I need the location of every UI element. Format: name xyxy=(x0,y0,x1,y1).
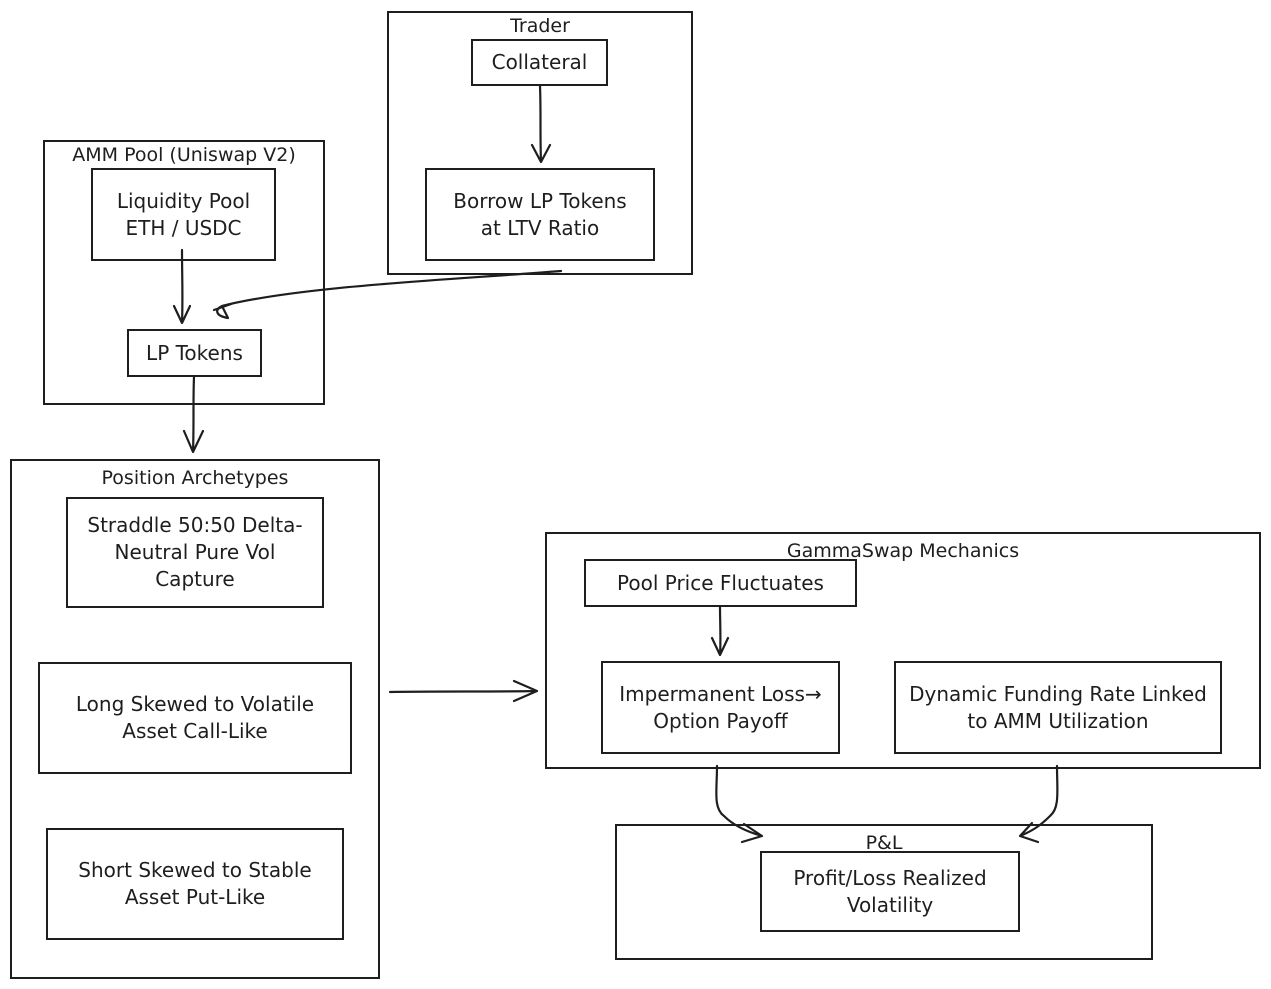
profit-loss-node: Profit/Loss Realized Volatility xyxy=(760,851,1020,932)
straddle-node: Straddle 50:50 Delta- Neutral Pure Vol C… xyxy=(66,497,324,608)
impermanent-loss-label: Impermanent Loss→ Option Payoff xyxy=(619,681,822,733)
amm-pool-title: AMM Pool (Uniswap V2) xyxy=(72,144,296,166)
arrow-archetypes-to-mechanics xyxy=(388,679,539,703)
collateral-node: Collateral xyxy=(471,39,608,86)
long-node: Long Skewed to Volatile Asset Call-Like xyxy=(38,662,352,774)
pnl-title: P&L xyxy=(865,832,903,854)
pool-price-fluctuates-node: Pool Price Fluctuates xyxy=(584,559,857,607)
trader-title: Trader xyxy=(510,15,570,37)
borrow-lp-tokens-label: Borrow LP Tokens at LTV Ratio xyxy=(453,188,627,240)
dynamic-funding-rate-node: Dynamic Funding Rate Linked to AMM Utili… xyxy=(894,661,1222,754)
lp-tokens-node: LP Tokens xyxy=(127,329,262,377)
pool-price-fluctuates-label: Pool Price Fluctuates xyxy=(617,570,824,595)
gammaswap-mechanics-title: GammaSwap Mechanics xyxy=(786,540,1020,562)
profit-loss-label: Profit/Loss Realized Volatility xyxy=(793,865,987,917)
short-label: Short Skewed to Stable Asset Put-Like xyxy=(78,858,312,909)
position-archetypes-title: Position Archetypes xyxy=(101,467,289,489)
collateral-label: Collateral xyxy=(491,50,588,74)
borrow-lp-tokens-node: Borrow LP Tokens at LTV Ratio xyxy=(425,168,655,261)
short-node: Short Skewed to Stable Asset Put-Like xyxy=(46,828,344,940)
long-label: Long Skewed to Volatile Asset Call-Like xyxy=(75,692,315,743)
impermanent-loss-node: Impermanent Loss→ Option Payoff xyxy=(601,661,840,754)
straddle-label: Straddle 50:50 Delta- Neutral Pure Vol C… xyxy=(87,513,303,591)
liquidity-pool-node: Liquidity Pool ETH / USDC xyxy=(91,168,276,261)
liquidity-pool-label: Liquidity Pool ETH / USDC xyxy=(116,188,251,240)
dynamic-funding-rate-label: Dynamic Funding Rate Linked to AMM Utili… xyxy=(909,681,1207,733)
lp-tokens-label: LP Tokens xyxy=(146,340,243,365)
